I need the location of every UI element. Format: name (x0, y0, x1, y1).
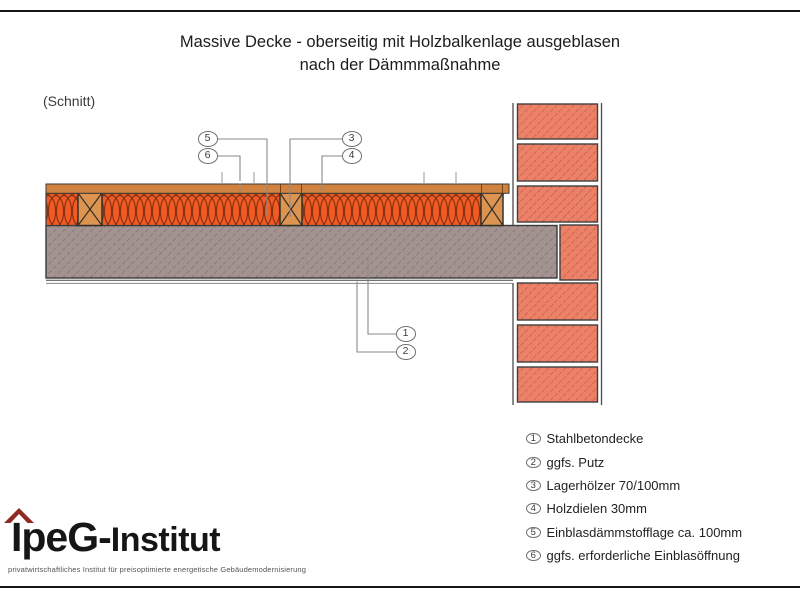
legend-item-6: 6 ggfs. erforderliche Einblasöffnung (526, 544, 742, 567)
title-line-1: Massive Decke - oberseitig mit Holzbalke… (179, 33, 621, 51)
legend-item-4: 4 Holzdielen 30mm (526, 497, 742, 520)
callout-1: 1 (395, 326, 416, 342)
leader-1 (367, 257, 397, 335)
legend-label-3: Lagerhölzer 70/100mm (546, 477, 681, 493)
batten-group (77, 192, 504, 227)
leader-5 (218, 138, 268, 217)
title-line-2: nach der Dämmmaßnahme (299, 56, 501, 74)
logo-roof-icon (4, 508, 34, 523)
legend-label-2: ggfs. Putz (546, 454, 605, 470)
concrete-slab (45, 224, 558, 279)
legend-item-1: 1 Stahlbetondecke (526, 427, 742, 450)
legend-circle-4: 4 (526, 503, 541, 515)
legend-circle-1: 1 (526, 433, 541, 445)
batten (77, 192, 103, 227)
plaster-layer (46, 279, 513, 284)
callout-3: 3 (341, 131, 362, 147)
legend: 1 Stahlbetondecke 2 ggfs. Putz 3 Lagerhö… (526, 427, 742, 567)
brick (516, 103, 599, 403)
board-joint-ticks (221, 172, 457, 184)
floorboard-layer (45, 172, 510, 194)
legend-label-1: Stahlbetondecke (546, 431, 644, 447)
leader-4 (321, 155, 343, 191)
callout-4: 4 (341, 148, 362, 164)
brick-wall (512, 103, 603, 405)
legend-label-5: Einblasdämmstofflage ca. 100mm (546, 524, 743, 540)
batten (480, 192, 504, 227)
legend-circle-5: 5 (526, 526, 541, 538)
logo-name-primary: IpeG- (11, 514, 112, 560)
logo-tagline: privatwirtschaftliches Institut für prei… (8, 565, 307, 574)
insulation-layer (45, 192, 482, 227)
legend-circle-6: 6 (526, 550, 541, 562)
leader-3 (289, 138, 343, 217)
callout-5: 5 (197, 131, 218, 147)
legend-circle-2: 2 (526, 456, 541, 468)
legend-item-2: 2 ggfs. Putz (526, 450, 742, 473)
leader-lines (218, 138, 397, 353)
logo-wordmark: IpeG-Institut (11, 514, 221, 561)
bottom-rule (0, 585, 800, 589)
callout-6: 6 (197, 148, 218, 164)
page-title: Massive Decke - oberseitig mit Holzbalke… (0, 31, 800, 77)
legend-label-6: ggfs. erforderliche Einblasöffnung (546, 548, 740, 564)
ipeg-logo: IpeG-Institut privatwirtschaftliches Ins… (0, 500, 306, 580)
legend-circle-3: 3 (526, 479, 541, 491)
logo-name-secondary: Institut (110, 521, 221, 559)
leader-2 (356, 281, 397, 353)
callout-2: 2 (395, 344, 416, 360)
legend-label-4: Holzdielen 30mm (546, 501, 647, 517)
leader-6 (218, 155, 241, 178)
section-view-label: (Schnitt) (43, 93, 96, 109)
legend-item-3: 3 Lagerhölzer 70/100mm (526, 474, 742, 497)
batten (279, 192, 303, 227)
top-rule (0, 9, 800, 13)
legend-item-5: 5 Einblasdämmstofflage ca. 100mm (526, 521, 742, 544)
